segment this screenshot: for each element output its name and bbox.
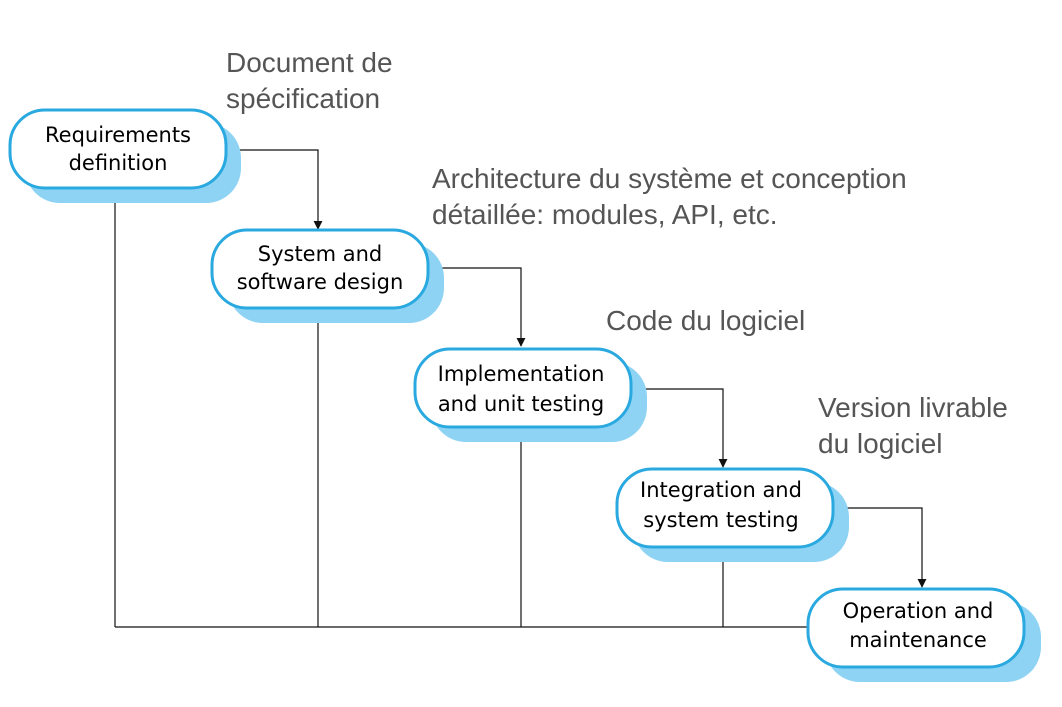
note-line1: Version livrable bbox=[818, 392, 1008, 423]
note-line2: détaillée: modules, API, etc. bbox=[432, 199, 778, 230]
stage-integration: Integration and system testing bbox=[615, 467, 849, 562]
stage-box bbox=[615, 467, 835, 549]
connector-implementation-to-integration bbox=[631, 388, 728, 468]
note-architecture: Architecture du système et conception dé… bbox=[432, 163, 907, 230]
stage-label-line1: Implementation bbox=[438, 362, 605, 386]
note-line2: spécification bbox=[226, 83, 380, 114]
connector-integration-to-operation bbox=[833, 507, 927, 588]
stage-label-line2: system testing bbox=[643, 508, 798, 532]
stage-label-line2: maintenance bbox=[849, 628, 987, 652]
note-line1: Code du logiciel bbox=[606, 305, 805, 336]
note-line2: du logiciel bbox=[818, 428, 943, 459]
stage-design: System and software design bbox=[210, 228, 444, 323]
connector-requirements-to-design bbox=[226, 149, 323, 230]
stage-implementation: Implementation and unit testing bbox=[413, 347, 647, 442]
stage-label-line1: Integration and bbox=[640, 478, 802, 502]
note-release: Version livrable du logiciel bbox=[818, 392, 1008, 459]
stage-box bbox=[413, 347, 633, 429]
note-spec: Document de spécification bbox=[226, 47, 393, 114]
stage-operation: Operation and maintenance bbox=[806, 587, 1041, 682]
stage-label-line2: and unit testing bbox=[438, 392, 604, 416]
feedback-connectors bbox=[110, 189, 808, 628]
connector-design-to-implementation bbox=[428, 267, 526, 347]
stage-label-line2: definition bbox=[69, 151, 168, 175]
stage-label-line2: software design bbox=[237, 270, 404, 294]
stage-label-line1: Operation and bbox=[843, 599, 994, 623]
stage-box bbox=[210, 228, 430, 310]
stage-label-line1: Requirements bbox=[45, 123, 191, 147]
stage-box bbox=[8, 108, 228, 190]
note-line1: Architecture du système et conception bbox=[432, 163, 907, 194]
note-code: Code du logiciel bbox=[606, 305, 805, 336]
stage-label-line1: System and bbox=[258, 242, 383, 266]
stage-requirements: Requirements definition bbox=[8, 108, 241, 203]
note-line1: Document de bbox=[226, 47, 393, 78]
forward-connectors bbox=[226, 149, 927, 588]
stage-box bbox=[806, 587, 1026, 669]
